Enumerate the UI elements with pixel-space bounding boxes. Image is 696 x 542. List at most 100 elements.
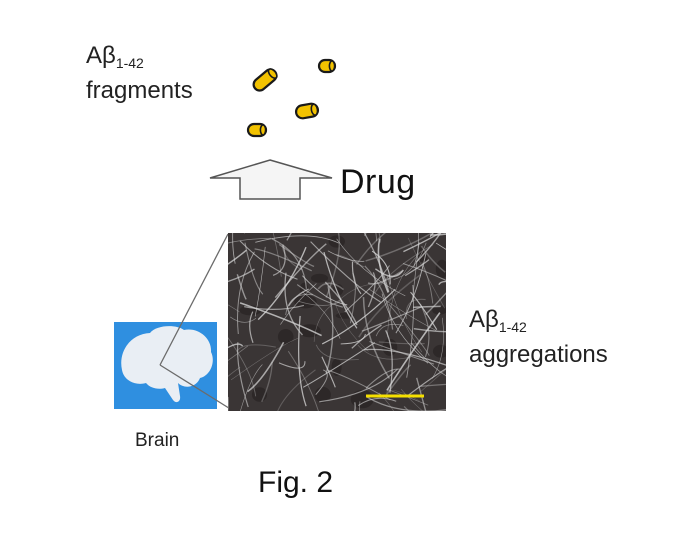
fibril-strand: [334, 301, 369, 352]
fibril-strand: [425, 292, 446, 315]
fibril-strand: [405, 298, 426, 319]
fibril-strand: [362, 297, 391, 379]
fibril-strand: [240, 364, 263, 411]
fibril-strand: [280, 283, 317, 325]
fibril-strand: [244, 304, 305, 310]
fibril-pore: [294, 294, 317, 309]
fibril-strand: [236, 344, 276, 353]
fibril-strand: [313, 299, 342, 342]
fibril-strand: [400, 389, 424, 411]
fibril-strand: [385, 364, 412, 396]
fibril-strand: [364, 265, 394, 330]
figure-caption: Fig. 2: [258, 466, 334, 499]
fibril-strand: [230, 337, 299, 381]
fibril-strand: [381, 293, 429, 364]
up-arrow-icon: [209, 159, 333, 200]
drug-label: Drug: [340, 163, 416, 201]
fibril-strand: [323, 251, 358, 329]
fibril-pore: [435, 259, 446, 279]
fibril-strand: [386, 312, 441, 391]
fibril-strand: [228, 345, 249, 361]
fragment-capsules: [246, 58, 337, 138]
fibril-strand: [296, 284, 343, 308]
fibril-strand: [228, 249, 247, 265]
fibril-strand: [336, 238, 406, 297]
fibril-strand: [278, 243, 315, 268]
fibril-strand: [340, 333, 366, 345]
brain-label: Brain: [135, 430, 180, 451]
fibril-strand: [239, 302, 322, 337]
fibril-strand: [407, 367, 446, 397]
fibril-strand: [367, 270, 403, 285]
fibril-strand: [374, 268, 404, 278]
fibril-strand: [416, 377, 427, 411]
fibril-strand: [272, 233, 282, 277]
fibril-strand: [403, 233, 442, 253]
fibril-pore: [432, 344, 446, 358]
fibril-strand: [375, 233, 377, 242]
fibril-strand: [228, 343, 244, 349]
fibril-strand: [324, 281, 358, 326]
fibril-strand: [420, 368, 446, 392]
fibril-pore: [311, 273, 328, 283]
fibril-strand: [411, 342, 446, 377]
fibril-strand: [255, 235, 339, 244]
fibril-strand: [302, 291, 341, 339]
fibril-strand: [387, 253, 420, 338]
fibril-strand: [243, 233, 245, 234]
fibril-strand: [281, 245, 303, 271]
fibril-strand: [357, 344, 412, 360]
fibril-strand: [375, 323, 404, 337]
fibril-strand: [229, 316, 257, 323]
fibril-strand: [288, 288, 309, 307]
fibril-strand: [365, 233, 434, 262]
fibril-strand: [335, 254, 365, 268]
fibril-strand: [402, 263, 446, 281]
aggregations-label-subscript: 1-42: [498, 319, 527, 335]
fibril-strand: [228, 237, 272, 244]
fibril-strand: [354, 402, 356, 411]
fibril-strand: [355, 233, 387, 265]
fibril-strand: [351, 324, 382, 349]
fibril-strand: [261, 361, 273, 403]
fibril-strand: [385, 330, 393, 393]
fibril-strand: [271, 238, 307, 289]
fibril-strand: [351, 261, 362, 295]
zoom-lines: [159, 233, 233, 411]
fibril-strand: [393, 242, 427, 280]
fibril-strand: [404, 259, 430, 277]
fragments-label-word: fragments: [86, 77, 193, 104]
fibril-strand: [249, 311, 254, 344]
fibril-strand: [431, 317, 444, 379]
fibril-strand: [420, 383, 446, 387]
fibril-strand: [358, 401, 361, 411]
fibril-strand: [363, 233, 390, 292]
fibril-strand: [413, 233, 419, 267]
fibril-strand: [413, 328, 446, 333]
fibril-strand: [287, 350, 319, 411]
aggregations-label: Aβ1-42 aggregations: [469, 306, 608, 369]
fibril-strand: [278, 361, 306, 369]
fibril-pore: [328, 235, 345, 248]
fibril-strand: [413, 305, 441, 309]
fibril-strand: [317, 282, 344, 291]
fibril-strand: [430, 233, 446, 236]
fibril-strand: [365, 368, 400, 389]
fibril-strand: [244, 242, 264, 295]
fibril-strand: [247, 341, 285, 393]
fragments-label: Aβ1-42 fragments: [86, 42, 193, 105]
fibril-strand: [435, 242, 446, 250]
fibril-strand: [325, 286, 334, 374]
fibril-strand: [438, 280, 446, 286]
fibril-strand: [321, 356, 336, 388]
fibril-strand: [410, 291, 438, 330]
fibril-strand: [419, 303, 430, 358]
fibril-strand: [374, 244, 434, 294]
fibril-strand: [254, 248, 312, 272]
fibril-strand: [415, 233, 442, 263]
fibril-strand: [367, 272, 376, 308]
aggregations-label-prefix: Aβ: [469, 306, 499, 333]
fibril-strand: [272, 244, 286, 277]
fibril-strand: [228, 337, 257, 397]
fragment-capsule-2: [317, 58, 337, 74]
